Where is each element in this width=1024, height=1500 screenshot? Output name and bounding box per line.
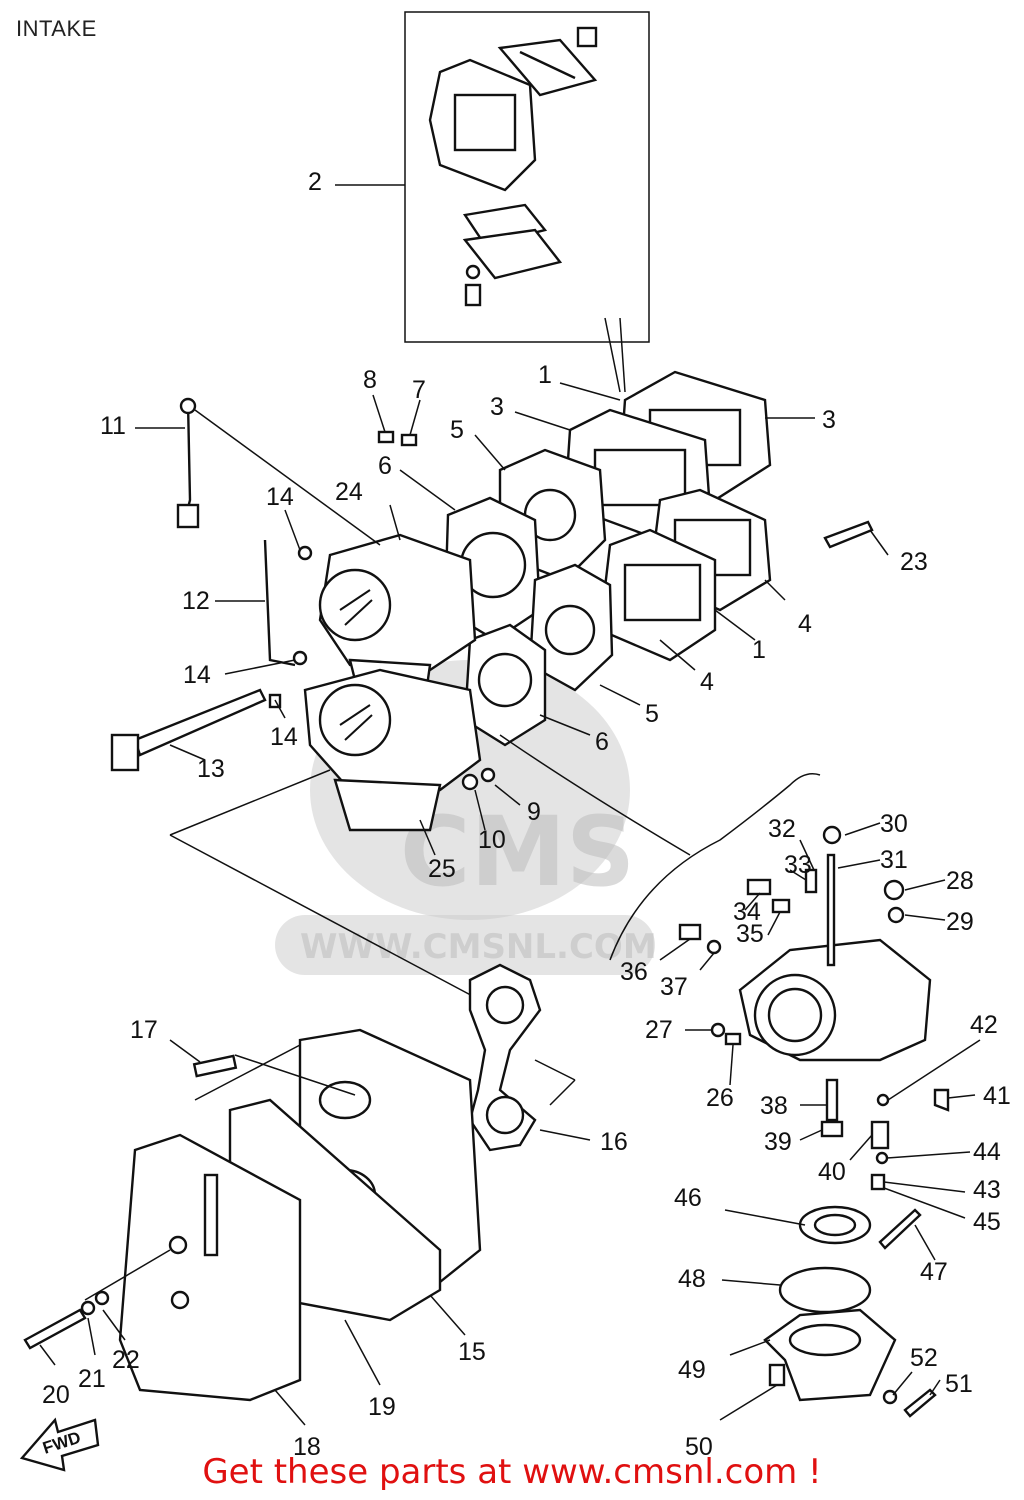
callout-5: 5 — [645, 700, 659, 728]
callout-32: 32 — [768, 815, 796, 843]
callout-42: 42 — [970, 1011, 998, 1039]
callout-4: 4 — [798, 610, 812, 638]
callout-11: 11 — [100, 412, 126, 440]
detail-leader-lines — [659, 822, 981, 1421]
callout-9: 9 — [527, 798, 541, 826]
callout-16: 16 — [600, 1128, 628, 1156]
callout-30: 30 — [880, 810, 908, 838]
callout-47: 47 — [920, 1258, 948, 1286]
part-8 — [377, 430, 395, 444]
callout-17: 17 — [130, 1016, 158, 1044]
callout-27: 27 — [645, 1016, 673, 1044]
callout-39: 39 — [764, 1128, 792, 1156]
callout-46: 46 — [674, 1184, 702, 1212]
callout-20: 20 — [42, 1381, 70, 1409]
callout-51: 51 — [945, 1370, 973, 1398]
part-7 — [400, 433, 418, 447]
choke-parts — [110, 397, 313, 772]
callout-38: 38 — [760, 1092, 788, 1120]
callout-44: 44 — [973, 1138, 1001, 1166]
watermark-url: WWW.CMSNL.COM — [300, 927, 657, 967]
callout-13: 13 — [197, 755, 225, 783]
callout-28: 28 — [946, 867, 974, 895]
callout-37: 37 — [660, 973, 688, 1001]
callout-36: 36 — [620, 958, 648, 986]
callout-10: 10 — [478, 826, 506, 854]
callout-43: 43 — [973, 1176, 1001, 1204]
callout-26: 26 — [706, 1084, 734, 1112]
callout-1: 1 — [538, 361, 552, 389]
callout-34: 34 — [733, 898, 761, 926]
carburetor-assembly — [303, 533, 496, 832]
callout-3: 3 — [490, 393, 504, 421]
watermark-logo: CMS — [400, 796, 635, 908]
callout-31: 31 — [880, 846, 908, 874]
callout-19: 19 — [368, 1393, 396, 1421]
callout-14: 14 — [270, 723, 298, 751]
page-title: INTAKE — [16, 16, 97, 41]
callout-22: 22 — [112, 1346, 140, 1374]
callout-52: 52 — [910, 1344, 938, 1372]
cta-link[interactable]: www.cmsnl.com — [522, 1452, 798, 1492]
callout-29: 29 — [946, 908, 974, 936]
callout-6: 6 — [378, 452, 392, 480]
carburetor-detail — [678, 825, 950, 1418]
detail-arc — [609, 773, 821, 961]
callout-7: 7 — [412, 376, 426, 404]
callout-15: 15 — [458, 1338, 486, 1366]
callout-33: 33 — [784, 851, 812, 879]
cta-suffix: ! — [797, 1452, 822, 1492]
callout-8: 8 — [363, 366, 377, 394]
callout-40: 40 — [818, 1158, 846, 1186]
callout-14: 14 — [266, 483, 294, 511]
callout-23: 23 — [900, 548, 928, 576]
callout-48: 48 — [678, 1265, 706, 1293]
callout-2: 2 — [308, 168, 322, 196]
callout-21: 21 — [78, 1365, 106, 1393]
callout-4: 4 — [700, 668, 714, 696]
callout-1: 1 — [752, 636, 766, 664]
leader-lines — [135, 382, 889, 1001]
callout-50: 50 — [685, 1433, 713, 1461]
callout-3: 3 — [822, 406, 836, 434]
gasket-stack — [443, 370, 772, 747]
callout-45: 45 — [973, 1208, 1001, 1236]
detail-leader — [499, 734, 691, 856]
callout-49: 49 — [678, 1356, 706, 1384]
silencer-leader-lines — [39, 1039, 466, 1426]
callout-12: 12 — [182, 587, 210, 615]
callout-18: 18 — [293, 1433, 321, 1461]
callout-6: 6 — [595, 728, 609, 756]
stud-23 — [823, 520, 874, 549]
cta-prefix: Get these parts at — [202, 1452, 523, 1492]
callout-25: 25 — [428, 855, 456, 883]
cta-banner: Get these parts at www.cmsnl.com ! — [0, 1452, 1024, 1492]
fwd-arrow: FWD — [19, 1417, 100, 1472]
callout-24: 24 — [335, 478, 363, 506]
reed-valve-box — [404, 11, 650, 343]
callout-41: 41 — [983, 1082, 1011, 1110]
callout-5: 5 — [450, 416, 464, 444]
callout-35: 35 — [736, 920, 764, 948]
callout-14: 14 — [183, 661, 211, 689]
